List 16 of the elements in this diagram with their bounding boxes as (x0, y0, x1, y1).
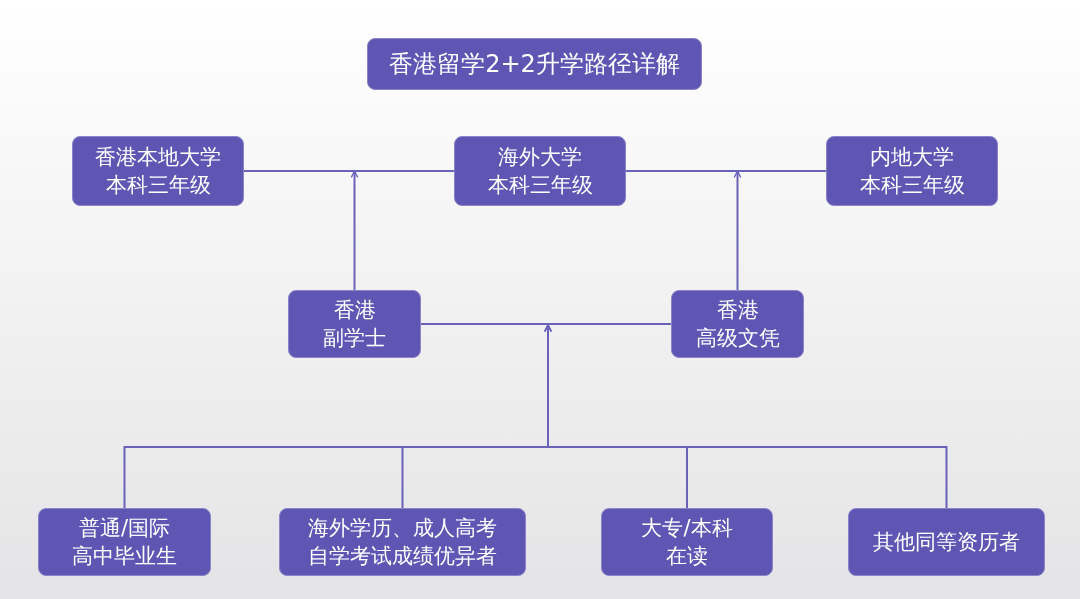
arrow (733, 170, 742, 291)
title-box: 香港留学2+2升学路径详解 (367, 38, 702, 90)
path-box: 海外大学本科三年级 (454, 136, 626, 206)
connector-line (243, 170, 455, 172)
arrow (544, 324, 948, 509)
path-box: 其他同等资历者 (848, 508, 1045, 576)
arrow (350, 170, 359, 291)
path-box: 香港副学士 (288, 290, 421, 358)
path-box: 香港高级文凭 (671, 290, 804, 358)
path-box: 大专/本科在读 (601, 508, 773, 576)
path-box: 海外学历、成人高考自学考试成绩优异者 (279, 508, 526, 576)
path-box: 内地大学本科三年级 (826, 136, 998, 206)
path-box: 香港本地大学本科三年级 (72, 136, 244, 206)
connector-line (625, 170, 827, 172)
connector-line (420, 323, 672, 325)
path-box: 普通/国际高中毕业生 (38, 508, 211, 576)
